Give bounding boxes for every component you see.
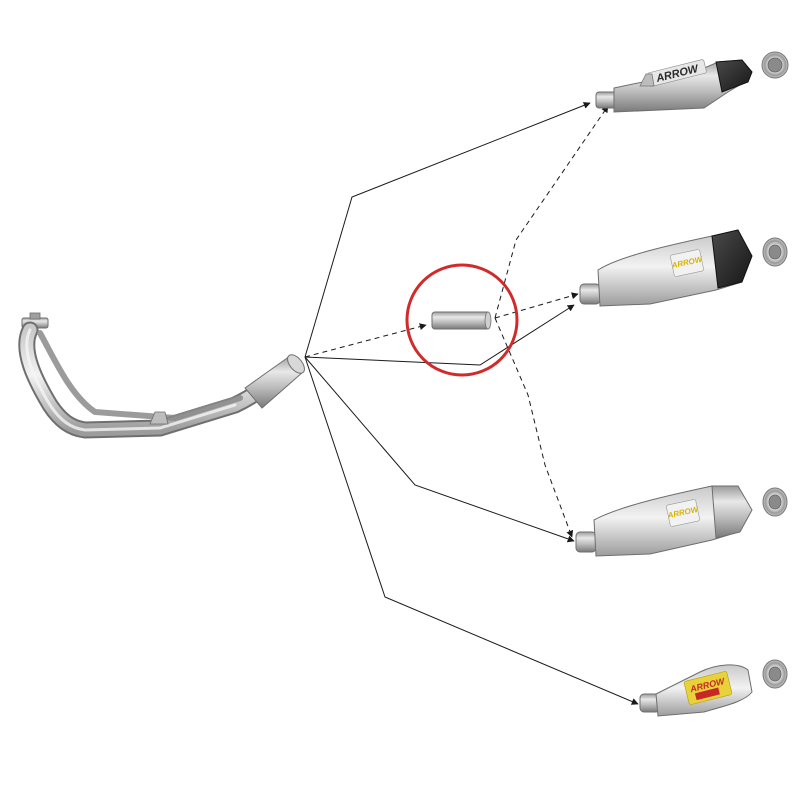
silencer-4-round-icon: ARROW xyxy=(639,664,753,717)
link-pipe-icon xyxy=(431,311,492,330)
solid-connections xyxy=(304,102,639,705)
silencer-3-tip-icon xyxy=(762,487,788,517)
dashed-connections xyxy=(304,105,609,538)
link-pipe-highlight-circle xyxy=(405,263,519,377)
header-pipe-icon xyxy=(18,312,305,439)
silencer-2-tip-icon xyxy=(762,237,788,267)
connection-header-to-link-pipe xyxy=(304,323,427,358)
connection-link-pipe-to-silencer-2 xyxy=(494,292,579,319)
silencer-4-tip-icon xyxy=(762,659,788,689)
silencer-2-oval-carbon-icon: ARROW xyxy=(579,229,753,307)
connection-header-to-silencer-2 xyxy=(304,304,575,366)
silencer-1-conical-icon: ARROW xyxy=(595,59,753,113)
connection-header-to-silencer-4 xyxy=(304,356,639,705)
connection-link-pipe-to-silencer-3 xyxy=(494,317,574,538)
connection-header-to-silencer-3 xyxy=(304,356,575,543)
silencer-1-tip-icon xyxy=(761,51,789,79)
connection-header-to-silencer-1 xyxy=(304,102,591,358)
silencer-3-oval-aluminium-icon: ARROW xyxy=(575,485,753,557)
connection-link-pipe-to-silencer-1 xyxy=(494,105,609,319)
